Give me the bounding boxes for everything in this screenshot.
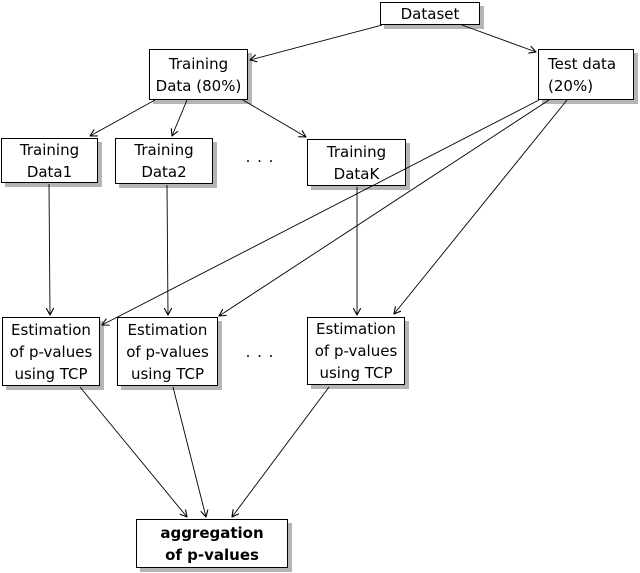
node-training-data-80-line2: Data (80%) (155, 76, 242, 95)
node-estimation-3: Estimation of p-values using TCP (307, 317, 405, 385)
node-aggregation-line1: aggregation (160, 523, 264, 542)
arrow-data1-to-estimation1 (49, 183, 50, 315)
node-estimation-1-line2: of p-values (9, 342, 93, 361)
node-estimation-2-line1: Estimation (127, 320, 208, 339)
node-dataset: Dataset (380, 2, 480, 25)
arrow-data2-to-estimation2 (167, 184, 168, 315)
node-estimation-2-line3: using TCP (130, 364, 205, 383)
node-estimation-1: Estimation of p-values using TCP (2, 317, 100, 386)
ellipsis-estimation-row: . . . (245, 343, 275, 361)
node-estimation-1-line1: Estimation (11, 320, 91, 339)
arrow-dataset-to-training80 (250, 24, 383, 60)
node-training-data-k-line2: DataK (333, 164, 380, 183)
arrow-training80-to-data1 (90, 99, 156, 136)
node-training-data-1: Training Data1 (1, 138, 98, 183)
node-training-data-2: Training Data2 (115, 138, 213, 184)
node-training-data-80: Training Data (80%) (149, 49, 248, 100)
node-test-data-20-line2: (20%) (548, 76, 594, 95)
node-estimation-3-line2: of p-values (314, 342, 398, 360)
node-training-data-1-line1: Training (19, 140, 80, 159)
arrow-test20-to-estimation1 (102, 99, 540, 325)
arrow-estimation3-to-aggregation (232, 386, 330, 517)
arrow-dataset-to-test20 (461, 24, 536, 52)
arrow-test20-to-estimation3 (394, 99, 568, 314)
node-estimation-2-line2: of p-values (126, 342, 209, 361)
arrow-test20-to-estimation2 (219, 99, 550, 316)
node-training-data-2-line1: Training (134, 141, 194, 159)
node-aggregation-line2: of p-values (165, 545, 259, 564)
node-aggregation: aggregation of p-values (136, 519, 288, 568)
node-dataset-label: Dataset (400, 4, 460, 23)
arrow-estimation2-to-aggregation (172, 386, 206, 517)
node-training-data-80-line1: Training (168, 54, 229, 73)
ellipsis-training-row: . . . (245, 148, 275, 166)
node-training-data-1-line2: Data1 (26, 162, 73, 181)
node-training-data-k-line1: Training (326, 142, 387, 161)
node-test-data-20: Test data (20%) (538, 49, 634, 100)
node-test-data-20-line1: Test data (548, 54, 617, 73)
node-estimation-1-line3: using TCP (14, 364, 88, 383)
arrow-training80-to-dataK (242, 99, 306, 137)
node-estimation-3-line1: Estimation (316, 320, 396, 338)
node-estimation-3-line3: using TCP (319, 364, 393, 382)
node-estimation-2: Estimation of p-values using TCP (117, 317, 218, 386)
arrow-estimation1-to-aggregation (79, 386, 187, 517)
arrow-training80-to-data2 (172, 99, 188, 136)
node-training-data-2-line2: Data2 (141, 163, 187, 181)
node-training-data-k: Training DataK (307, 139, 406, 186)
